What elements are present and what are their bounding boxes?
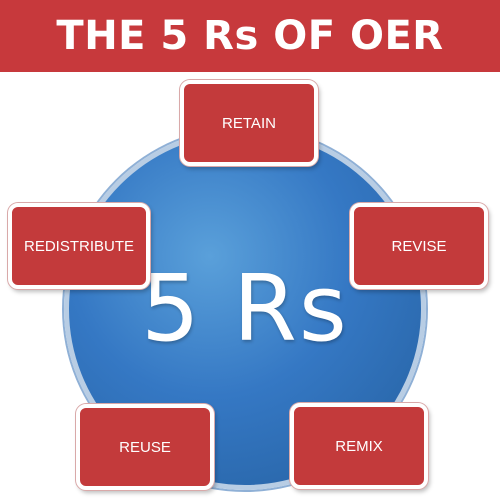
node-remix: REMIX (290, 403, 428, 489)
node-label: REVISE (391, 237, 447, 255)
title-banner: THE 5 Rs OF OER (0, 0, 500, 72)
node-redistribute: REDISTRIBUTE (8, 203, 150, 289)
node-label: REDISTRIBUTE (23, 237, 134, 255)
node-label: REUSE (119, 438, 171, 456)
node-retain: RETAIN (180, 80, 318, 166)
node-reuse: REUSE (76, 404, 214, 490)
node-label: REMIX (335, 437, 383, 455)
page-title: THE 5 Rs OF OER (56, 13, 444, 59)
node-label: RETAIN (222, 114, 276, 132)
node-revise: REVISE (350, 203, 488, 289)
center-label: 5 Rs (141, 255, 349, 362)
